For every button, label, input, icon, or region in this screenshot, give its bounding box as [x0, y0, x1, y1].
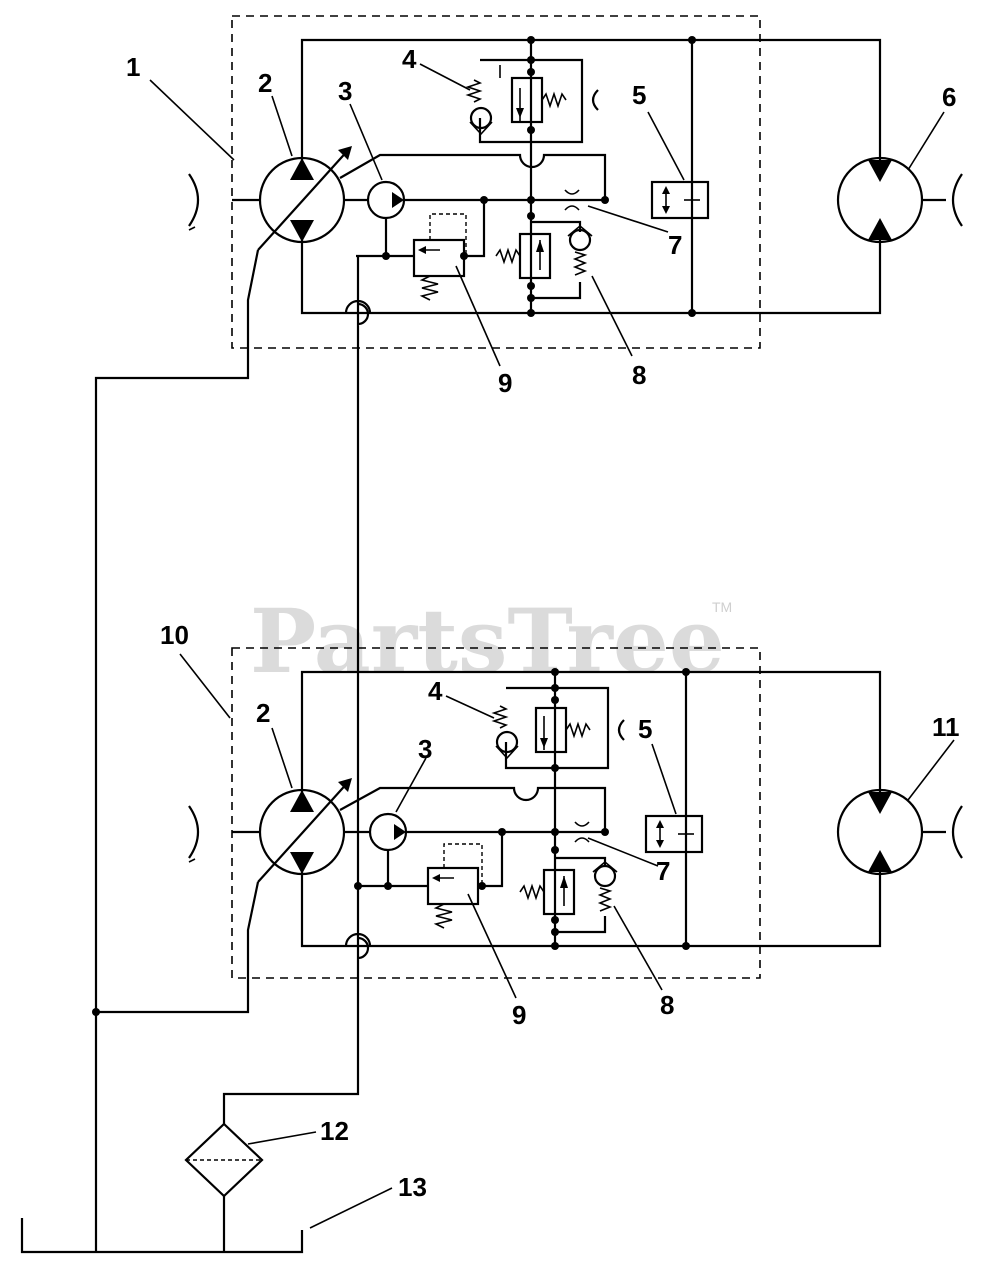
callout-4-upper: 4	[402, 44, 417, 74]
watermark-tm: TM	[712, 599, 732, 615]
callout-8-upper: 8	[632, 360, 646, 390]
callout-11: 11	[932, 712, 960, 742]
callout-2-lower: 2	[256, 698, 270, 728]
upper-bypass-valve	[650, 180, 710, 220]
upper-hop-over	[344, 299, 372, 314]
reservoir	[20, 1218, 304, 1254]
callout-1: 1	[126, 52, 140, 82]
charge-supply-line	[222, 256, 370, 1124]
lower-bypass-valve	[644, 814, 704, 854]
upper-case-drain	[94, 249, 260, 1252]
callout-5-lower: 5	[638, 714, 652, 744]
lower-charge-pump	[344, 812, 605, 886]
upper-drain-line	[339, 153, 607, 200]
external-piping	[20, 249, 372, 1254]
upper-low-pressure-line	[300, 240, 882, 315]
lower-charge-relief-valve	[354, 828, 506, 929]
upper-transmission	[187, 15, 963, 349]
callout-8-lower: 8	[660, 990, 674, 1020]
lower-case-drain	[96, 881, 260, 1014]
upper-orifice-b	[564, 205, 580, 211]
watermark: PartsTree TM	[250, 589, 732, 693]
callout-7-upper: 7	[668, 230, 682, 260]
callout-9-upper: 9	[498, 368, 512, 398]
callout-10: 10	[160, 620, 189, 650]
lower-orifice	[574, 821, 590, 827]
watermark-text: PartsTree	[250, 589, 725, 693]
lower-hop-over	[344, 932, 372, 947]
charge-filter	[184, 1122, 264, 1252]
upper-relief-valve-top	[465, 56, 599, 144]
lower-orifice-b	[574, 837, 590, 843]
callout-5-upper: 5	[632, 80, 646, 110]
upper-high-pressure-line	[300, 38, 882, 160]
callout-9-lower: 9	[512, 1000, 526, 1030]
callout-7-lower: 7	[656, 856, 670, 886]
callouts: 1 2 3 4 5 6 7 8 9 10 2 3 4 5 11 7 8 9	[126, 44, 960, 1229]
callout-3-lower: 3	[418, 734, 432, 764]
lower-wheel-motor	[836, 788, 963, 876]
upper-wheel-motor	[836, 156, 963, 244]
callout-6: 6	[942, 82, 956, 112]
lower-transmission	[187, 647, 963, 979]
lower-relief-valve-bottom	[519, 846, 618, 936]
lower-variable-pump	[187, 778, 352, 883]
lower-high-pressure-line	[300, 670, 882, 792]
upper-charge-relief-valve	[356, 196, 488, 301]
callout-12: 12	[320, 1116, 349, 1146]
callout-3-upper: 3	[338, 76, 352, 106]
upper-variable-pump	[187, 146, 352, 251]
callout-13: 13	[398, 1172, 427, 1202]
callout-4-lower: 4	[428, 676, 443, 706]
callout-2-upper: 2	[258, 68, 272, 98]
lower-low-pressure-line	[300, 872, 882, 948]
upper-orifice	[564, 189, 580, 195]
lower-unit-boundary	[231, 647, 761, 979]
lower-relief-valve-top	[491, 684, 625, 772]
lower-drain-line	[339, 786, 607, 832]
upper-unit-boundary	[231, 15, 761, 349]
upper-charge-pump	[344, 180, 605, 256]
upper-relief-valve-bottom	[495, 212, 593, 302]
